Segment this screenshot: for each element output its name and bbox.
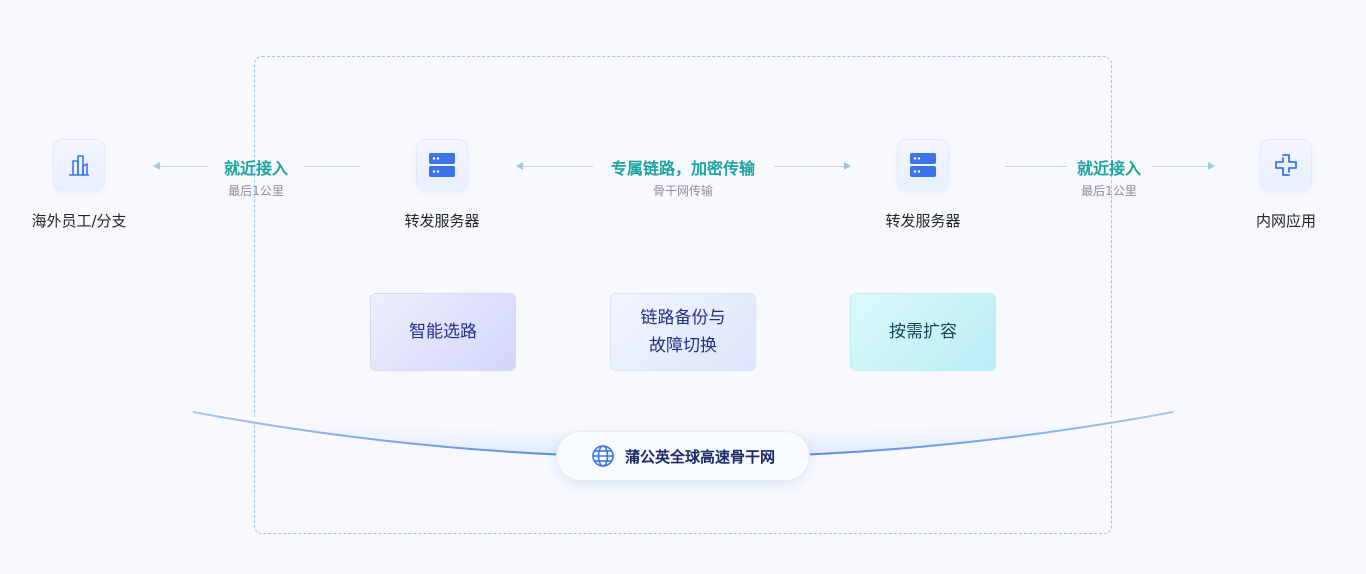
arrow-right-1 [844, 162, 851, 170]
server-icon [429, 153, 455, 177]
edge-line [304, 166, 360, 167]
edge-right-title: 就近接入 [1076, 159, 1142, 178]
feature-scale-on-demand: 按需扩容 [850, 293, 996, 371]
edge-line [523, 166, 593, 167]
intranet-node [1260, 139, 1312, 191]
edge-left-subtitle: 最后1公里 [228, 184, 284, 198]
feature-scale-on-demand-label: 按需扩容 [889, 322, 957, 342]
edge-left-title: 就近接入 [223, 159, 289, 178]
feature-smart-routing-label: 智能选路 [409, 322, 477, 342]
arrow-right-2 [1208, 162, 1215, 170]
edge-line [774, 166, 844, 167]
edge-line [1152, 166, 1208, 167]
server-icon [910, 153, 936, 177]
edge-right-subtitle: 最后1公里 [1081, 184, 1137, 198]
server-right-label: 转发服务器 [885, 212, 961, 230]
feature-smart-routing: 智能选路 [370, 293, 516, 371]
edge-middle-title: 专属链路，加密传输 [610, 159, 756, 178]
edge-middle-subtitle: 骨干网传输 [652, 184, 714, 198]
server-right-node [897, 139, 949, 191]
server-left-node [416, 139, 468, 191]
backbone-badge: 蒲公英全球高速骨干网 [556, 431, 810, 481]
edge-line [160, 166, 208, 167]
arrow-left-2 [516, 162, 523, 170]
edge-line [1005, 166, 1067, 167]
feature-link-backup: 链路备份与 故障切换 [610, 293, 756, 371]
intranet-label: 内网应用 [1255, 212, 1317, 230]
branch-label: 海外员工/分支 [31, 212, 127, 230]
backbone-label: 蒲公英全球高速骨干网 [624, 447, 775, 466]
server-left-label: 转发服务器 [404, 212, 480, 230]
feature-link-backup-line1: 链路备份与 [640, 308, 726, 328]
app-cross-icon [1275, 154, 1297, 176]
backbone-boundary [254, 56, 1112, 534]
branch-node [53, 139, 105, 191]
arrow-left-1 [153, 162, 160, 170]
feature-link-backup-line2: 故障切换 [649, 336, 717, 356]
globe-icon [592, 445, 614, 467]
building-icon [69, 155, 89, 176]
